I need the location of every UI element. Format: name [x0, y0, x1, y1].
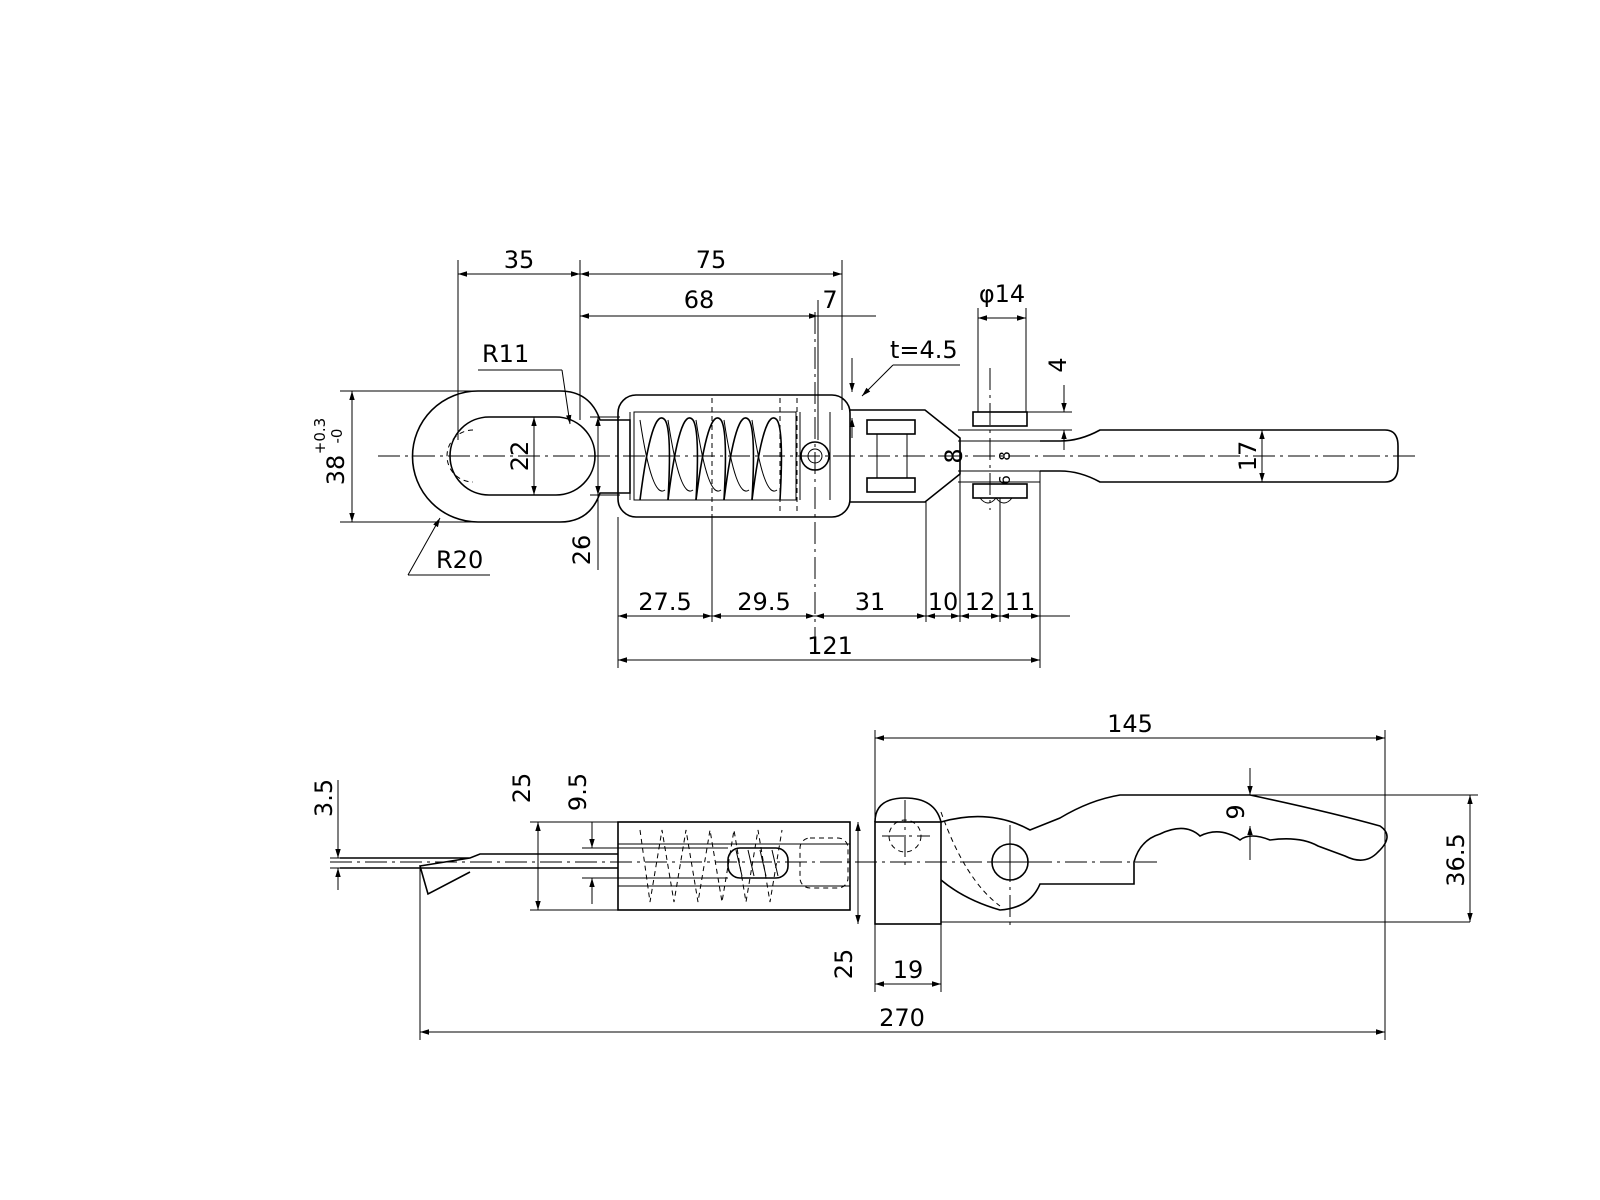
lever-handle — [940, 794, 1388, 911]
dim-25b: 25 — [830, 949, 858, 980]
spring-side-hidden — [639, 829, 783, 903]
lever-hidden-arc — [940, 811, 1001, 907]
dim-9: 9 — [1222, 804, 1250, 819]
link-roller-bottom — [866, 477, 916, 493]
dim-6: 6 — [996, 475, 1014, 485]
dim-10: 10 — [928, 588, 959, 616]
leader-R20 — [407, 517, 441, 576]
slot-hidden-line — [446, 429, 474, 483]
link-roller-top — [866, 419, 916, 435]
washer-bottom — [972, 483, 1028, 499]
dim-38-tol-up: +0.3 — [311, 418, 329, 454]
dim-121: 121 — [807, 632, 853, 660]
dim-t45: t=4.5 — [890, 336, 958, 364]
housing-side — [617, 821, 851, 911]
leader-t45-3 — [861, 364, 894, 397]
dim-R20: R20 — [436, 546, 483, 574]
dim-270: 270 — [879, 1004, 925, 1032]
dim-25a: 25 — [508, 773, 536, 804]
hook-side — [340, 853, 618, 896]
dim-9-5: 9.5 — [564, 773, 592, 811]
dim-22: 22 — [506, 441, 534, 472]
dim-68: 68 — [684, 286, 715, 314]
hinge-pin-head — [979, 497, 1013, 504]
dim-36-5: 36.5 — [1442, 833, 1470, 886]
plunger-hidden — [799, 837, 849, 889]
dim-75: 75 — [696, 246, 727, 274]
dim-31: 31 — [855, 588, 886, 616]
link-plate — [850, 409, 961, 503]
plunger-thread — [735, 849, 779, 877]
dim-29-5: 29.5 — [737, 588, 790, 616]
washer-top — [972, 411, 1028, 427]
base-block — [874, 821, 942, 925]
hinge-boss — [874, 797, 942, 823]
dim-4: 4 — [1044, 357, 1072, 372]
dim-38: 38 — [322, 455, 350, 486]
dim-3-5: 3.5 — [310, 779, 338, 817]
dim-phi14: φ14 — [979, 280, 1025, 308]
dim-26: 26 — [568, 535, 596, 566]
dim-8b: 8 — [996, 451, 1014, 461]
dim-8a: 8 — [940, 448, 968, 463]
top-view: 35 75 68 7 t=4.5 φ14 4 R11 R20 — [311, 246, 1420, 668]
plunger — [727, 847, 789, 879]
dim-27-5: 27.5 — [638, 588, 691, 616]
handle-top-view — [1040, 429, 1399, 483]
dim-19: 19 — [893, 956, 924, 984]
dim-38-tol-dn: -0 — [328, 429, 346, 444]
side-view: 145 3.5 25 9.5 9 36.5 25 19 — [310, 710, 1478, 1040]
dim-145: 145 — [1107, 710, 1153, 738]
leader-R11 — [561, 369, 572, 425]
dim-R11: R11 — [482, 340, 529, 368]
spring-housing — [617, 394, 851, 518]
spring-bore — [633, 411, 797, 501]
dim-11: 11 — [1005, 588, 1036, 616]
dim-35: 35 — [504, 246, 535, 274]
spring-coils — [639, 417, 783, 501]
dim-7: 7 — [822, 286, 837, 314]
dim-12: 12 — [965, 588, 996, 616]
dim-17: 17 — [1234, 441, 1262, 472]
